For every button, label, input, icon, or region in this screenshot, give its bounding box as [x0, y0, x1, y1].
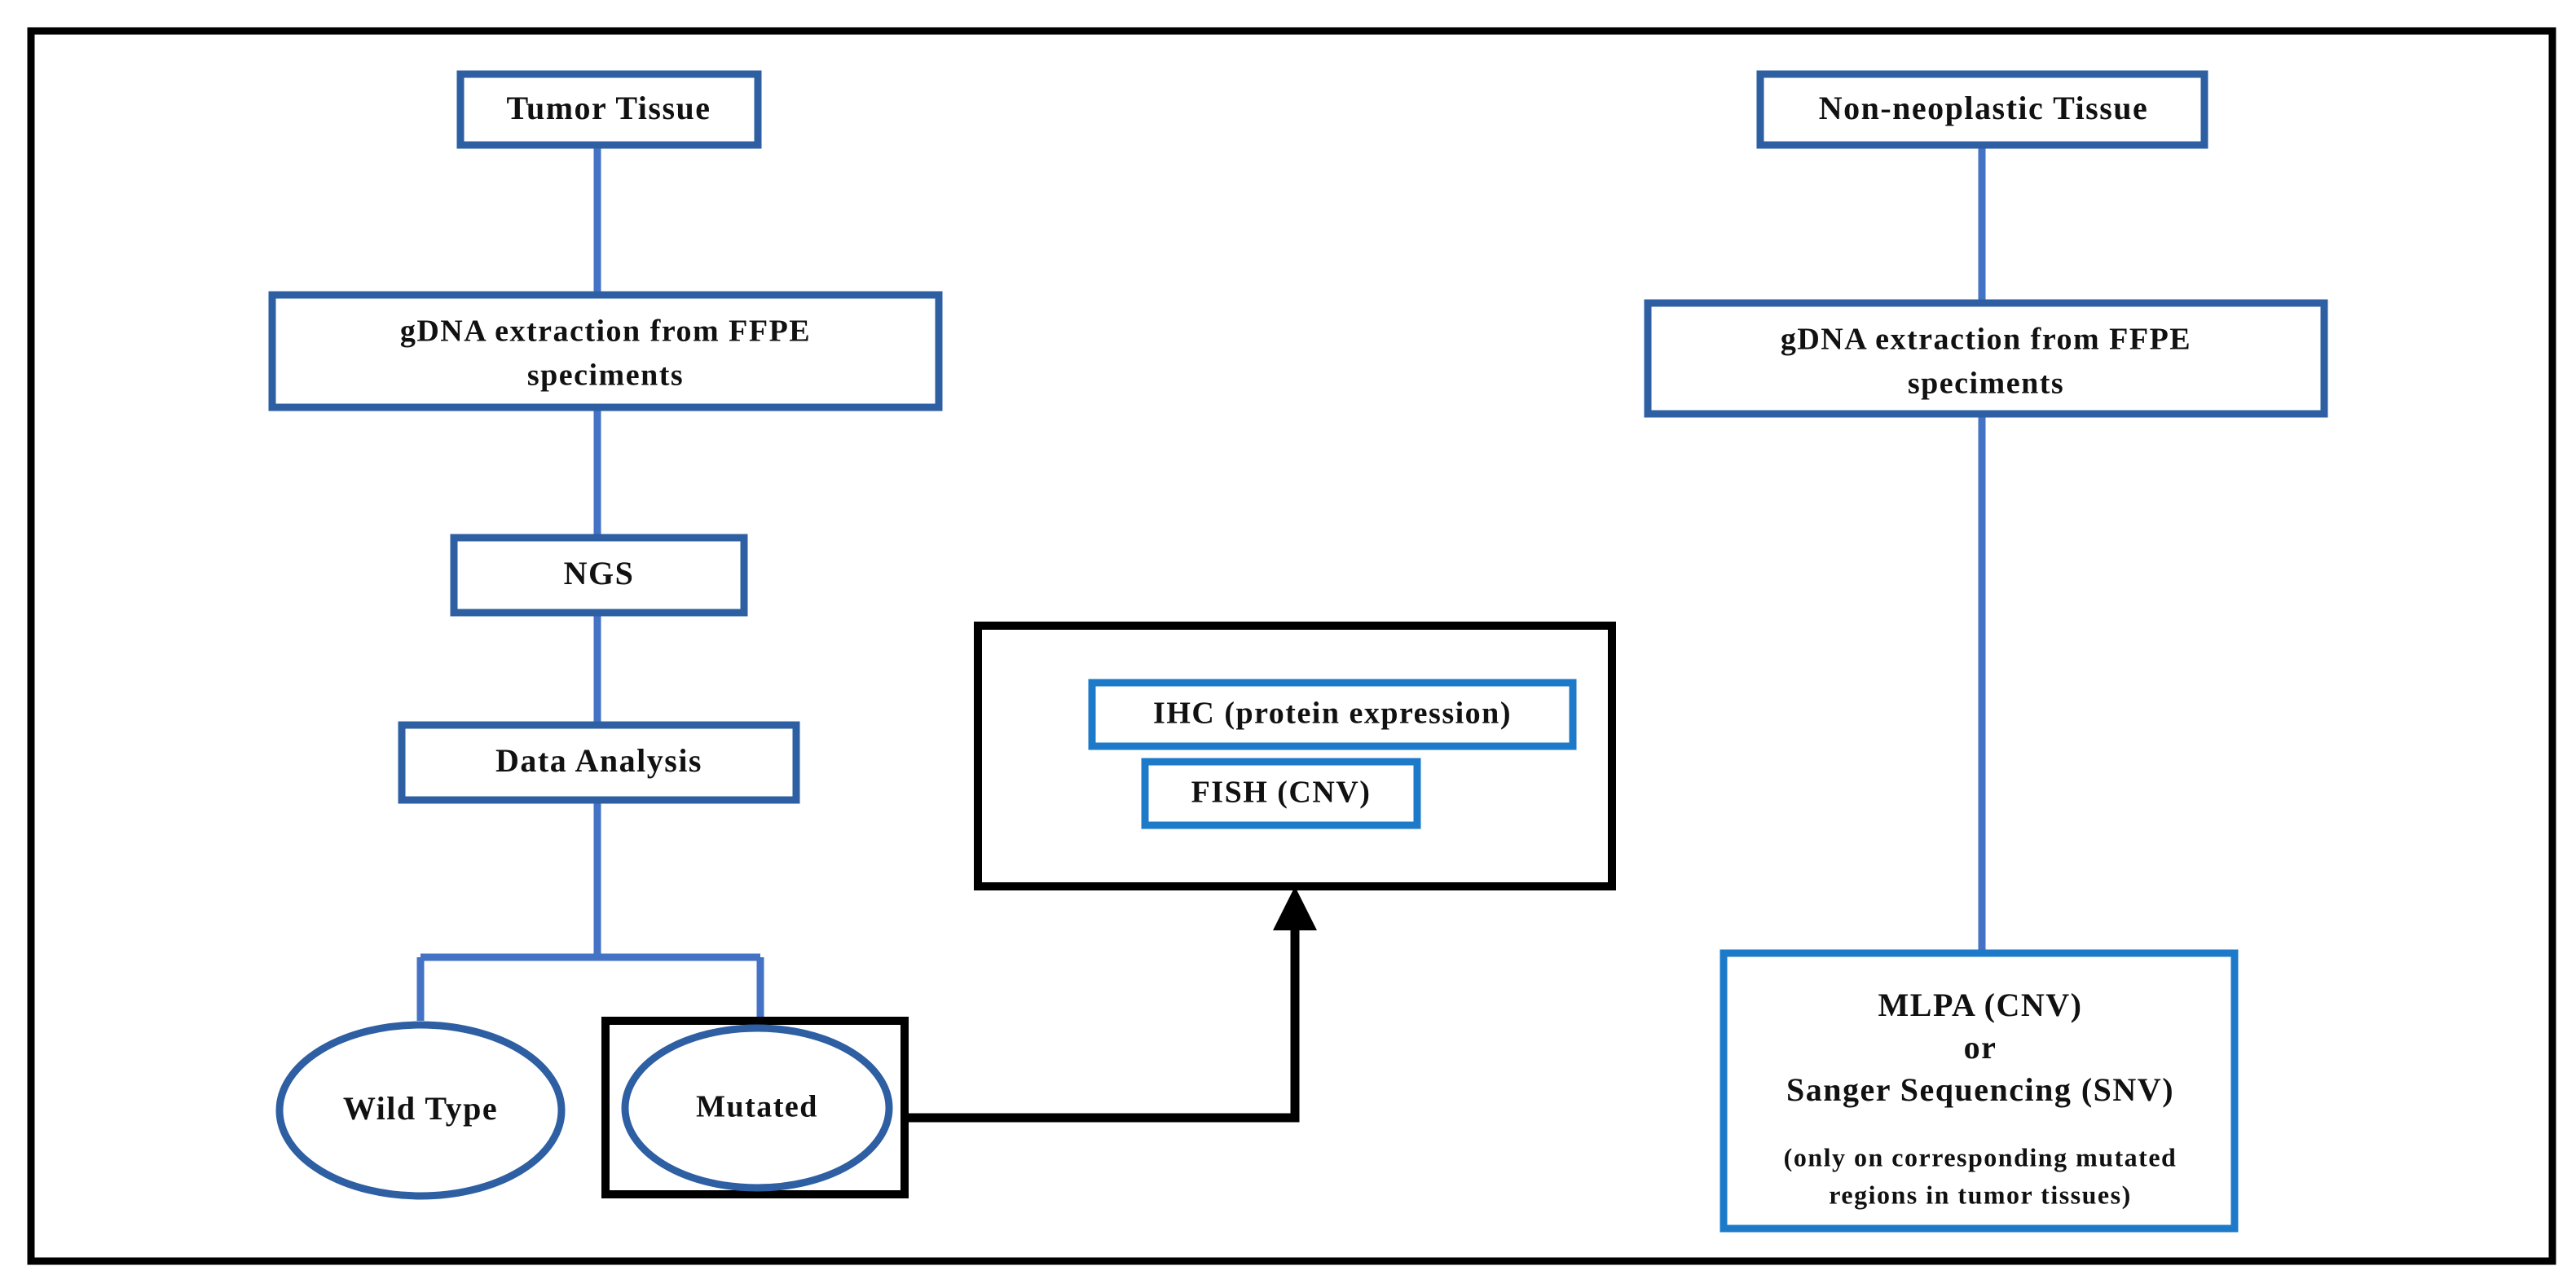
node-wild-type-label: Wild Type — [343, 1090, 498, 1127]
node-mutated[interactable]: Mutated — [601, 1017, 909, 1198]
node-data-analysis-box — [398, 721, 800, 804]
node-tumor-tissue-box — [456, 70, 762, 149]
node-gdna-extraction-tumor[interactable]: gDNA extraction from FFPE speciments — [268, 291, 943, 411]
node-tumor-tissue-label: Tumor Tissue — [506, 90, 711, 126]
node-data-analysis[interactable]: Data Analysis — [398, 721, 800, 804]
node-ngs[interactable]: NGS — [450, 534, 748, 617]
node-wild-type-ellipse — [275, 1021, 566, 1200]
connector-mutated-to-assays — [905, 919, 1300, 1123]
node-gdna-extraction-normal-box — [1644, 299, 2328, 418]
node-gdna-extraction-tumor-box — [268, 291, 943, 411]
node-mlpa-sanger-note-line1: (only on corresponding mutated — [1784, 1142, 2177, 1172]
node-mlpa-sanger-box — [1720, 949, 2239, 1233]
node-mutated-label: Mutated — [696, 1090, 818, 1124]
outer-frame — [27, 27, 2556, 1265]
node-mlpa-sanger-note-line2: regions in tumor tissues) — [1829, 1180, 2131, 1209]
node-ihc[interactable]: IHC (protein expression) — [1088, 679, 1577, 750]
node-fish[interactable]: FISH (CNV) — [1141, 758, 1421, 829]
node-non-neoplastic-tissue-label: Non-neoplastic Tissue — [1819, 90, 2149, 126]
node-wild-type[interactable]: Wild Type — [275, 1021, 566, 1200]
node-fish-label: FISH (CNV) — [1191, 776, 1372, 810]
node-ihc-box — [1088, 679, 1577, 750]
arrowhead-up-icon — [1273, 886, 1317, 930]
node-gdna-extraction-tumor-line2: speciments — [527, 358, 684, 393]
node-mutated-ellipse — [621, 1024, 893, 1192]
node-gdna-extraction-normal-line2: speciments — [1908, 367, 2064, 401]
node-non-neoplastic-tissue[interactable]: Non-neoplastic Tissue — [1756, 70, 2208, 149]
node-fish-box — [1141, 758, 1421, 829]
group-downstream-assays: IHC (protein expression) FISH (CNV) — [974, 622, 1616, 890]
node-tumor-tissue[interactable]: Tumor Tissue — [456, 70, 762, 149]
node-mlpa-sanger-line3: Sanger Sequencing (SNV) — [1786, 1071, 2174, 1108]
node-ngs-label: NGS — [564, 555, 635, 591]
group-downstream-assays-box — [974, 622, 1616, 890]
node-ihc-label: IHC (protein expression) — [1153, 697, 1512, 731]
node-mlpa-sanger[interactable]: MLPA (CNV) or Sanger Sequencing (SNV) (o… — [1720, 949, 2239, 1233]
node-non-neoplastic-tissue-box — [1756, 70, 2208, 149]
node-gdna-extraction-tumor-line1: gDNA extraction from FFPE — [400, 314, 811, 349]
node-mlpa-sanger-line2: or — [1964, 1029, 1997, 1066]
node-gdna-extraction-normal-line1: gDNA extraction from FFPE — [1781, 323, 2191, 357]
node-mlpa-sanger-line1: MLPA (CNV) — [1878, 987, 2083, 1023]
node-data-analysis-label: Data Analysis — [495, 742, 702, 779]
node-ngs-box — [450, 534, 748, 617]
node-mutated-highlight-box — [601, 1017, 909, 1198]
node-gdna-extraction-normal[interactable]: gDNA extraction from FFPE speciments — [1644, 299, 2328, 418]
